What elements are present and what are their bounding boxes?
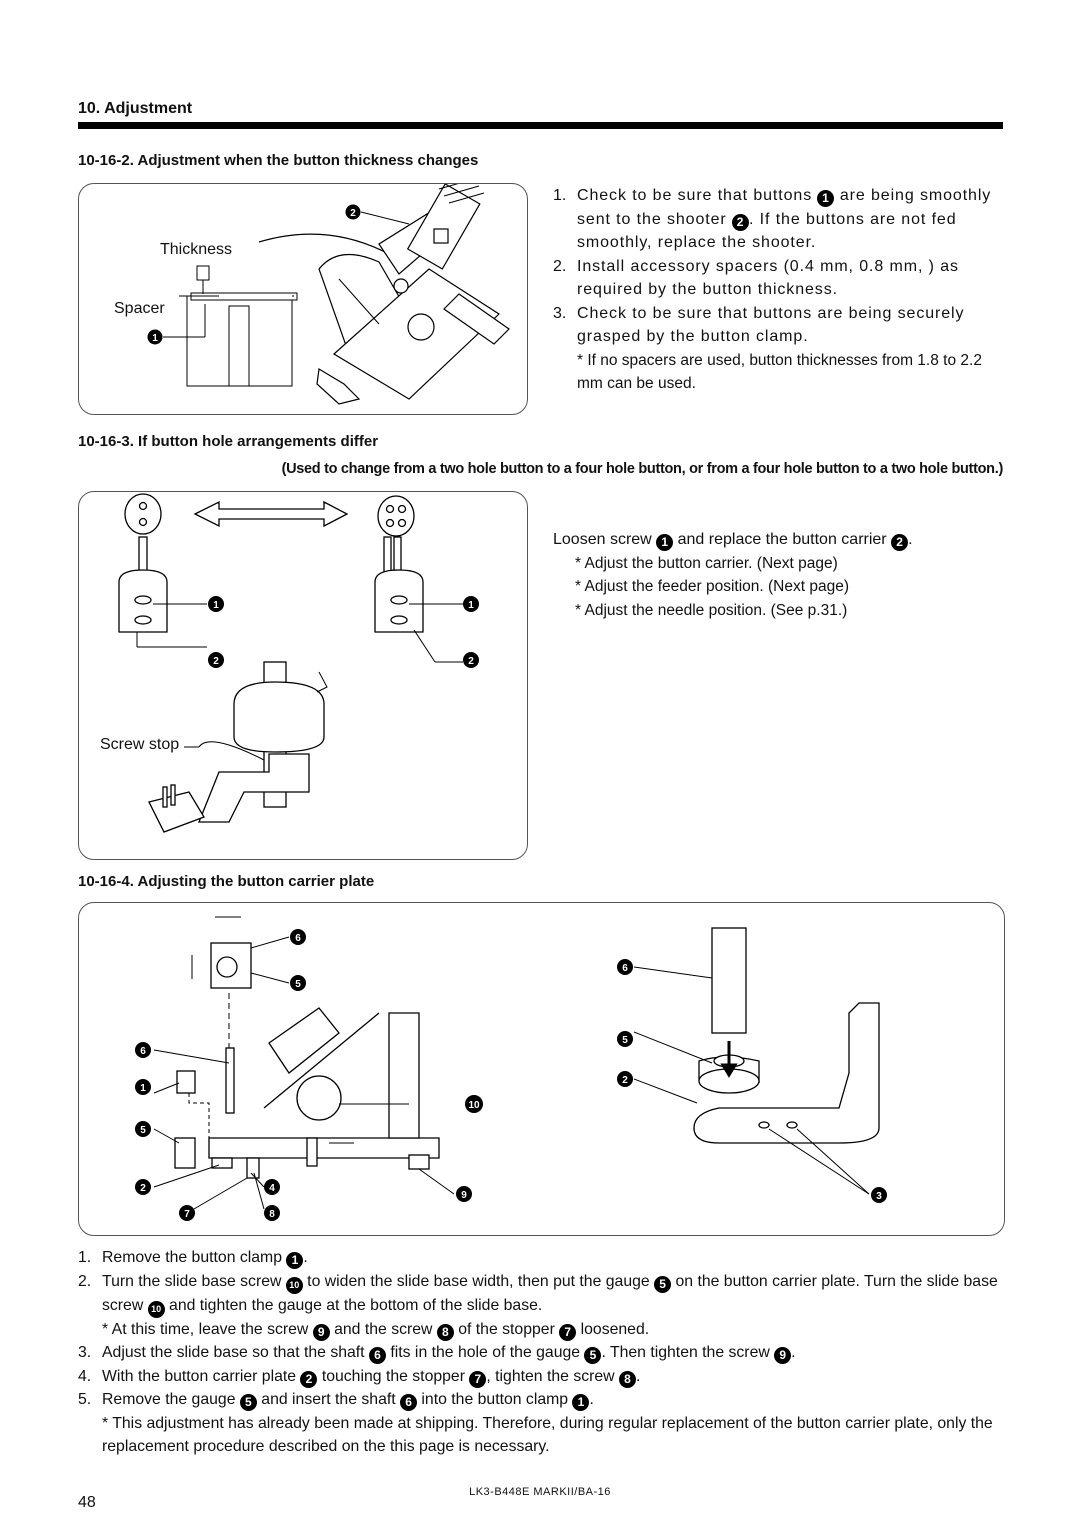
svg-text:1: 1 <box>468 600 474 611</box>
step-7: * This adjustment has already been made … <box>102 1414 993 1456</box>
callout-9-icon: 9 <box>774 1347 792 1364</box>
svg-text:2: 2 <box>140 1183 146 1194</box>
callout-1-icon: 1 <box>572 1394 590 1411</box>
step-1: 1. Check to be sure that buttons 1 are b… <box>553 187 992 251</box>
label-thickness: Thickness <box>160 241 233 258</box>
callout-2-icon: 2 <box>731 213 749 231</box>
callout-6-icon: 6 <box>368 1347 386 1364</box>
svg-text:1: 1 <box>213 600 219 611</box>
svg-text:5: 5 <box>622 1035 628 1046</box>
svg-text:8: 8 <box>269 1209 275 1220</box>
callout-5-icon: 5 <box>654 1275 672 1293</box>
svg-text:10: 10 <box>468 1100 480 1111</box>
intro: Loosen screw 1 and replace the button ca… <box>553 531 913 551</box>
note-1: * Adjust the button carrier. (Next page) <box>575 554 838 572</box>
section-title: 10. Adjustment <box>78 100 193 117</box>
svg-text:9: 9 <box>461 1190 467 1201</box>
carrier-plate-steps: 1.Remove the button clamp 1.2.Turn the s… <box>78 1246 1003 1459</box>
svg-text:1: 1 <box>152 333 158 344</box>
svg-text:7: 7 <box>184 1209 190 1220</box>
step-6: 5.Remove the gauge 5 and insert the shaf… <box>78 1391 594 1411</box>
label-spacer: Spacer <box>114 300 165 317</box>
callout-2-icon: 2 <box>891 534 909 551</box>
callout-6-icon: 6 <box>400 1394 418 1411</box>
button-carrier-illustration: 1 2 1 2 <box>118 493 479 833</box>
subsection-title-hole-arrangement: 10-16-3. If button hole arrangements dif… <box>78 433 379 450</box>
callout-7-icon: 7 <box>559 1323 577 1341</box>
note-3: * Adjust the needle position. (See p.31.… <box>575 601 848 619</box>
callout-8-icon: 8 <box>618 1370 636 1388</box>
figure-thickness: 2 1 <box>78 178 528 415</box>
callout-9-icon: 9 <box>312 1323 330 1341</box>
step-2: 2.Turn the slide base screw 10 to widen … <box>78 1270 1003 1318</box>
carrier-plate-illustration: 6 5 6 1 5 2 7 4 8 9 10 6 5 2 3 <box>135 916 887 1221</box>
callout-5-icon: 5 <box>239 1394 257 1411</box>
svg-text:2: 2 <box>213 656 219 667</box>
callout-1-icon: 1 <box>656 534 674 551</box>
svg-text:5: 5 <box>140 1125 146 1136</box>
svg-text:6: 6 <box>140 1046 146 1057</box>
callout-1-icon: 1 <box>286 1252 304 1269</box>
svg-text:5: 5 <box>295 979 301 990</box>
thickness-steps: 1. Check to be sure that buttons 1 are b… <box>553 184 1003 396</box>
step-4: 3.Adjust the slide base so that the shaf… <box>78 1344 796 1364</box>
svg-text:2: 2 <box>468 656 474 667</box>
callout-1-icon: 1 <box>817 190 835 207</box>
subsection-title-carrier-plate: 10-16-4. Adjusting the button carrier pl… <box>78 873 375 890</box>
callout-8-icon: 8 <box>436 1323 454 1341</box>
step-3: 3. Check to be sure that buttons are bei… <box>553 304 965 346</box>
header-rule <box>78 122 1003 129</box>
svg-text:2: 2 <box>350 208 356 219</box>
svg-text:1: 1 <box>140 1083 146 1094</box>
label-screw-stop: Screw stop <box>100 736 180 753</box>
hole-arrangement-text: Loosen screw 1 and replace the button ca… <box>553 528 1003 622</box>
subsection-title-thickness: 10-16-2. Adjustment when the button thic… <box>78 152 479 169</box>
step-3: * At this time, leave the screw 9 and th… <box>102 1320 650 1341</box>
step-5: 4.With the button carrier plate 2 touchi… <box>78 1367 641 1388</box>
callout-7-icon: 7 <box>469 1370 487 1388</box>
note-2: * Adjust the feeder position. (Next page… <box>575 578 849 595</box>
svg-text:6: 6 <box>295 933 301 944</box>
callout-5-icon: 5 <box>584 1347 602 1364</box>
figure-carrier-plate: 6 5 6 1 5 2 7 4 8 9 10 6 5 2 3 <box>78 902 1005 1236</box>
page-number: 48 <box>78 1494 96 1511</box>
step-2: 2. Install accessory spacers (0.4 mm, 0.… <box>553 257 959 299</box>
svg-text:2: 2 <box>622 1075 628 1086</box>
doc-code: LK3-B448E MARKII/BA-16 <box>469 1486 611 1498</box>
callout-10-icon: 10 <box>285 1276 303 1294</box>
svg-text:4: 4 <box>269 1183 275 1194</box>
note: * If no spacers are used, button thickne… <box>577 351 982 393</box>
figure-hole-arrangement: 1 2 1 2 <box>78 491 528 860</box>
svg-text:6: 6 <box>622 963 628 974</box>
thickness-illustration: 2 1 <box>147 178 510 405</box>
callout-2-icon: 2 <box>300 1370 318 1388</box>
step-1: 1.Remove the button clamp 1. <box>78 1249 308 1269</box>
subsection-subtitle: (Used to change from a two hole button t… <box>281 461 1004 477</box>
svg-text:3: 3 <box>876 1191 882 1202</box>
callout-10-icon: 10 <box>147 1300 165 1318</box>
